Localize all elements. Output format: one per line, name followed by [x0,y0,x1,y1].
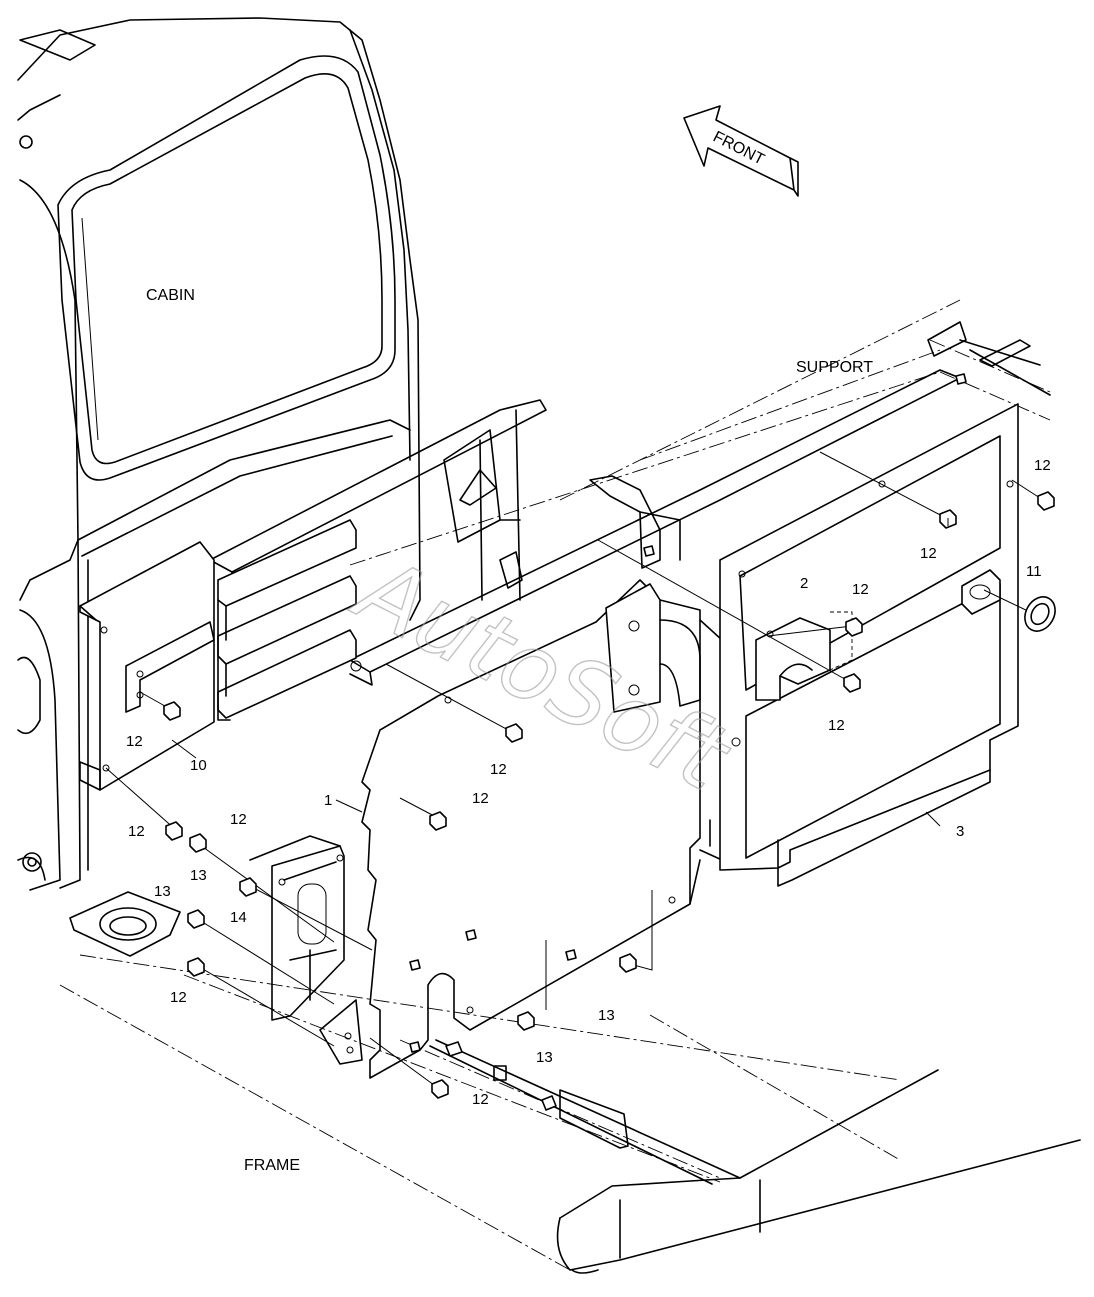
frame-label: FRAME [244,1157,300,1174]
callout-11: 11 [1026,563,1042,580]
callout-12: 12 [128,823,145,840]
cabin-body [17,17,421,891]
bolt-12 [843,673,861,693]
callout-12: 12 [1034,457,1051,474]
bolt-13 [517,1011,535,1031]
callout-12: 12 [170,989,187,1006]
support-label: SUPPORT [796,359,873,376]
callout-12: 12 [126,733,143,750]
callout-3: 3 [956,823,964,840]
louver-panels [217,519,357,721]
bolt-12 [1037,491,1055,511]
bolt-12 [429,811,447,831]
bolt-13 [187,909,205,929]
callout-12: 12 [828,717,845,734]
part-10-bracket [79,541,215,791]
callouts: 1 2 3 10 11 14 12 12 12 12 12 12 12 12 1… [126,457,1051,1108]
callout-13: 13 [190,867,207,884]
frame-base [59,891,1081,1274]
callout-2: 2 [800,575,808,592]
bolt-13 [619,953,637,973]
bolt-12 [189,833,207,853]
part-1-cover-plate [361,579,723,1079]
callout-12: 12 [920,545,937,562]
callout-13: 13 [154,883,171,900]
callout-12: 12 [230,811,247,828]
callout-12: 12 [472,790,489,807]
callout-12: 12 [490,761,507,778]
front-arrow-icon: FRONT [683,105,799,197]
callout-12: 12 [472,1091,489,1108]
bolt-12 [431,1079,449,1099]
callout-1: 1 [324,792,332,809]
callout-10: 10 [190,757,207,774]
grommet-11 [1024,596,1056,632]
callout-12: 12 [852,581,869,598]
bolt-13 [239,877,257,897]
bolt-12 [505,723,523,743]
callout-13: 13 [598,1007,615,1024]
bolt-12 [187,957,205,977]
callout-13: 13 [536,1049,553,1066]
cabin-label: CABIN [146,287,195,304]
leader-lines [105,451,1041,1089]
bolt-12 [163,701,181,721]
fasteners [163,373,1056,1111]
callout-14: 14 [230,909,247,926]
bolt-12 [165,821,183,841]
bolt-12 [845,617,863,637]
part-3-cover [719,403,1019,887]
bolt-12 [939,509,957,529]
